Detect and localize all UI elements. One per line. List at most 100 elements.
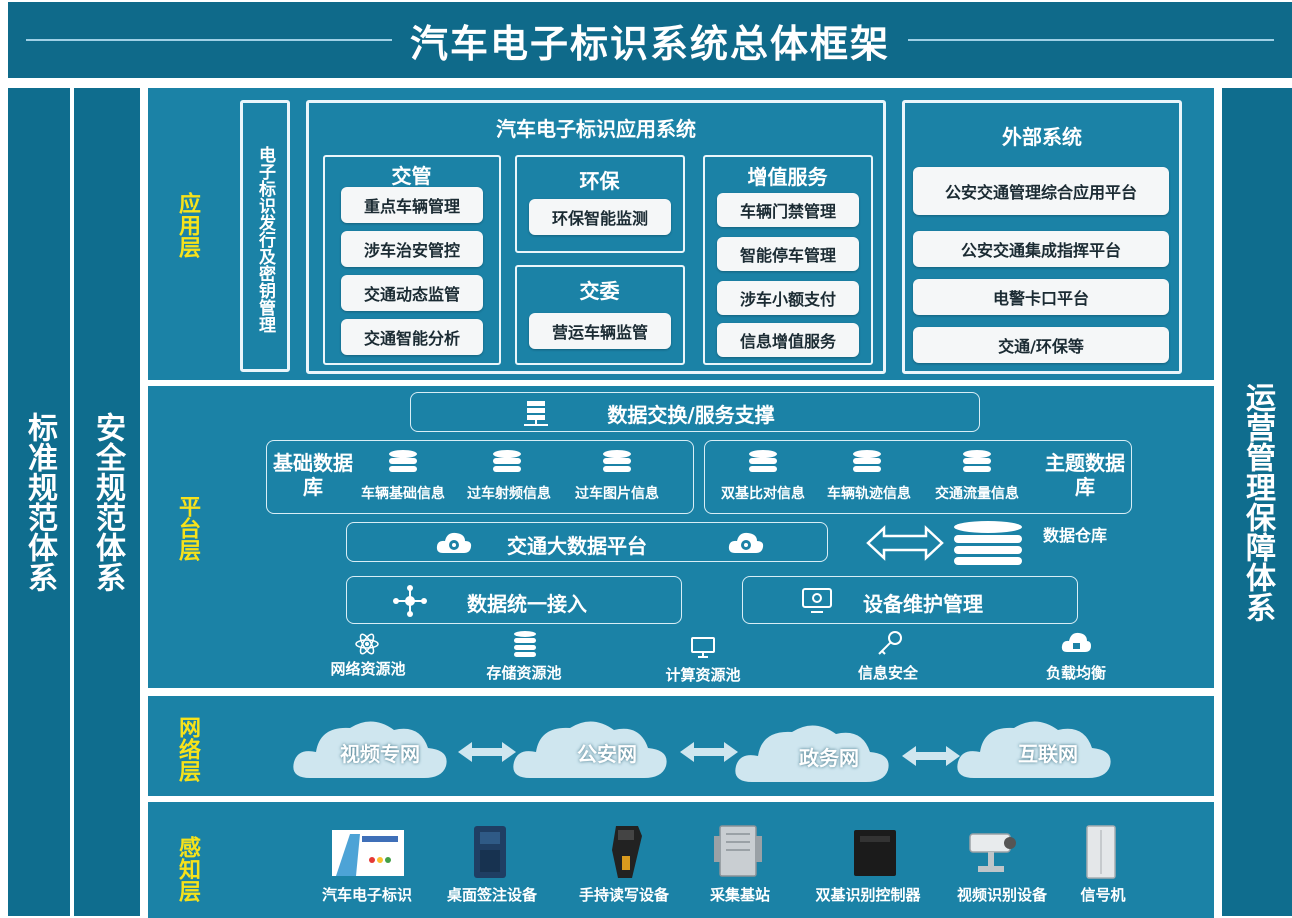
jiaoguan-item[interactable]: 交通动态监管 xyxy=(341,275,483,311)
network-cloud-label[interactable]: 政务网 xyxy=(799,746,859,770)
network-node-icon xyxy=(393,585,427,617)
network-clouds xyxy=(293,721,1111,782)
theme-db-item: 双基比对信息 xyxy=(721,486,805,502)
jiaowei-item[interactable]: 营运车辆监管 xyxy=(529,313,671,349)
base-station-image xyxy=(714,825,762,877)
arrow-shape xyxy=(902,746,960,766)
resource-pool-label: 网络资源池 xyxy=(330,660,406,678)
page-title: 汽车电子标识系统总体框架 xyxy=(410,21,891,66)
jiaowei-box: 交委 营运车辆监管 xyxy=(515,265,685,365)
device-label: 视频识别设备 xyxy=(956,886,1047,904)
bidirectional-arrow-icon xyxy=(866,525,944,561)
cloud-shape xyxy=(957,721,1111,778)
zengzhi-item[interactable]: 车辆门禁管理 xyxy=(717,193,859,227)
issue-key-management-box: 电子标识发行及密钥管理 xyxy=(240,100,290,372)
server-icon xyxy=(524,401,548,426)
title-right-rule xyxy=(908,39,1275,41)
zengzhi-item[interactable]: 智能停车管理 xyxy=(717,237,859,271)
zengzhi-box: 增值服务 车辆门禁管理 智能停车管理 涉车小额支付 信息增值服务 xyxy=(703,155,873,365)
huanbao-item[interactable]: 环保智能监测 xyxy=(529,199,671,235)
security-spec-column: 安全规范体系 xyxy=(74,88,140,916)
external-system-item[interactable]: 电警卡口平台 xyxy=(913,279,1169,315)
issue-key-management-label: 电子标识发行及密钥管理 xyxy=(255,145,275,333)
arrow-shape xyxy=(458,742,516,762)
data-exchange-box[interactable]: 数据交换/服务支撑 xyxy=(410,392,980,432)
cloud-gear-icon xyxy=(728,532,764,553)
cloud-shape xyxy=(735,725,889,782)
huanbao-title: 环保 xyxy=(579,169,620,193)
jiaoguan-box: 交管 重点车辆管理 涉车治安管控 交通动态监管 交通智能分析 xyxy=(323,155,501,365)
cloud-gear-icon xyxy=(436,532,472,553)
external-system-item[interactable]: 交通/环保等 xyxy=(913,327,1169,363)
database-icon xyxy=(963,450,991,472)
controller-image xyxy=(854,830,896,876)
zengzhi-item[interactable]: 涉车小额支付 xyxy=(717,281,859,315)
theme-db-item: 车辆轨迹信息 xyxy=(827,486,911,502)
jiaowei-title: 交委 xyxy=(579,279,620,303)
theme-database-box: 双基比对信息 车辆轨迹信息 交通流量信息 主题数据库 xyxy=(704,440,1132,514)
database-icon xyxy=(853,450,881,472)
jiaoguan-item[interactable]: 重点车辆管理 xyxy=(341,187,483,223)
electronic-tag-image xyxy=(332,830,404,876)
database-icon xyxy=(493,450,521,472)
data-warehouse-icon xyxy=(954,521,1022,565)
network-cloud-label[interactable]: 公安网 xyxy=(577,742,637,766)
device-label: 采集基站 xyxy=(709,886,770,904)
storage-icon xyxy=(514,631,536,657)
device-label: 手持读写设备 xyxy=(578,886,669,904)
device-maintenance-label: 设备维护管理 xyxy=(863,592,983,616)
computer-icon xyxy=(691,637,715,658)
base-db-item: 过车图片信息 xyxy=(575,486,659,502)
jiaoguan-item[interactable]: 交通智能分析 xyxy=(341,319,483,355)
operation-guarantee-column: 运营管理保障体系 xyxy=(1222,88,1292,916)
data-exchange-label: 数据交换/服务支撑 xyxy=(607,403,775,427)
device-label: 双基识别控制器 xyxy=(815,886,921,904)
monitor-gear-icon xyxy=(802,588,832,613)
theme-database-title: 主题数据库 xyxy=(1045,451,1125,499)
cloud-lock-icon xyxy=(1061,632,1091,652)
resource-pool-label: 负载均衡 xyxy=(1045,664,1106,682)
jiaoguan-title: 交管 xyxy=(391,164,432,188)
application-layer-label: 应用层 xyxy=(175,192,200,258)
network-cloud-label[interactable]: 视频专网 xyxy=(340,742,420,766)
video-camera-image xyxy=(969,833,1016,872)
device-label: 汽车电子标识 xyxy=(321,886,412,904)
base-db-item: 过车射频信息 xyxy=(467,486,551,502)
device-label: 信号机 xyxy=(1080,886,1126,904)
device-label: 桌面签注设备 xyxy=(446,886,537,904)
external-system-item[interactable]: 公安交通集成指挥平台 xyxy=(913,231,1169,267)
network-layer-label: 网络层 xyxy=(175,716,200,782)
data-access-box[interactable]: 数据统一接入 xyxy=(346,576,682,624)
key-icon xyxy=(878,631,902,655)
big-data-platform-box[interactable]: 交通大数据平台 xyxy=(346,522,828,562)
zengzhi-item[interactable]: 信息增值服务 xyxy=(717,323,859,357)
platform-layer-label: 平台层 xyxy=(175,495,200,561)
resource-pool-label: 存储资源池 xyxy=(486,664,562,682)
base-database-title: 基础数据库 xyxy=(273,451,353,499)
app-system-box: 汽车电子标识应用系统 交管 重点车辆管理 涉车治安管控 交通动态监管 交通智能分… xyxy=(306,100,886,374)
handheld-reader-image xyxy=(612,826,642,878)
atom-icon xyxy=(355,633,379,655)
external-system-item[interactable]: 公安交通管理综合应用平台 xyxy=(913,167,1169,215)
cloud-shape xyxy=(293,721,447,778)
perception-layer-panel xyxy=(148,802,1214,918)
big-data-platform-label: 交通大数据平台 xyxy=(507,534,647,558)
data-access-label: 数据统一接入 xyxy=(467,592,587,616)
database-icon xyxy=(749,450,777,472)
base-database-box: 基础数据库 车辆基础信息 过车射频信息 过车图片信息 xyxy=(266,440,694,514)
cloud-shape xyxy=(513,721,667,778)
platform-layer-panel xyxy=(148,386,1214,688)
network-cloud-label[interactable]: 互联网 xyxy=(1018,742,1078,766)
database-icon xyxy=(389,450,417,472)
jiaoguan-item[interactable]: 涉车治安管控 xyxy=(341,231,483,267)
resource-pool-label: 计算资源池 xyxy=(665,666,741,684)
perception-layer-label: 感知层 xyxy=(175,836,200,902)
arrow-shape xyxy=(680,742,738,762)
app-system-title: 汽车电子标识应用系统 xyxy=(496,117,696,141)
device-maintenance-box[interactable]: 设备维护管理 xyxy=(742,576,1078,624)
zengzhi-title: 增值服务 xyxy=(747,165,828,189)
resource-pool-label: 信息安全 xyxy=(857,664,918,682)
title-left-rule xyxy=(26,39,392,41)
huanbao-box: 环保 环保智能监测 xyxy=(515,155,685,253)
desktop-device-image xyxy=(474,826,506,878)
